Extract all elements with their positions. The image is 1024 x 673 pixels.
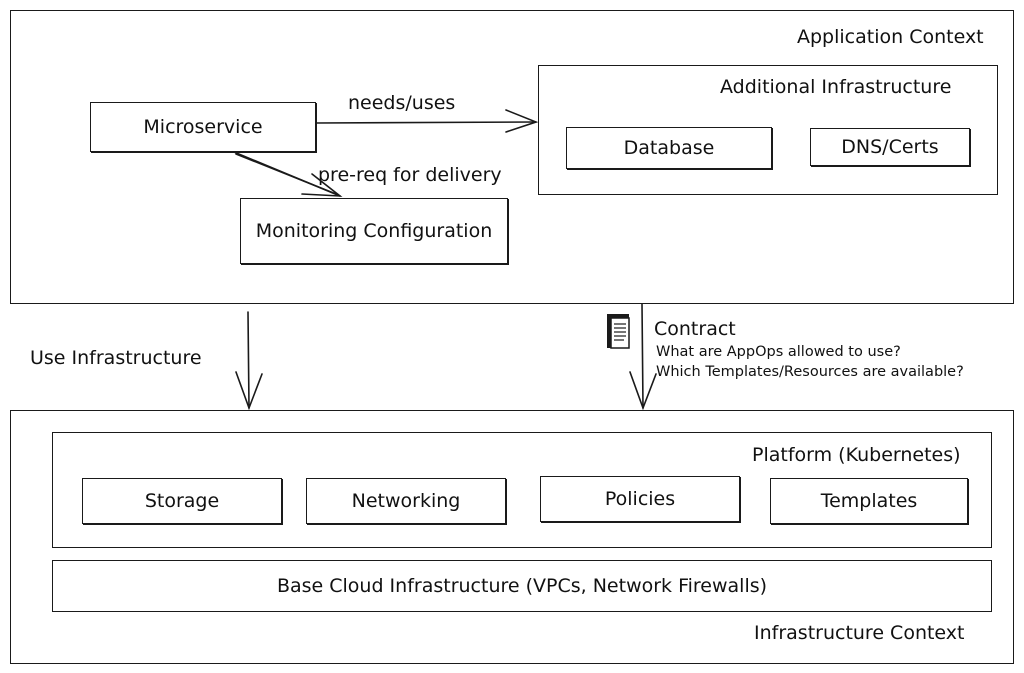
application-context-title: Application Context: [797, 26, 984, 48]
contract-title: Contract: [654, 318, 736, 340]
database-box: Database: [566, 127, 772, 169]
platform-title: Platform (Kubernetes): [752, 444, 961, 466]
storage-box: Storage: [82, 478, 282, 524]
dns-certs-label: DNS/Certs: [841, 136, 939, 158]
prereq-label: pre-req for delivery: [318, 164, 502, 186]
contract-question-1: What are AppOps allowed to use?: [656, 344, 901, 360]
templates-box: Templates: [770, 478, 968, 524]
microservice-label: Microservice: [143, 116, 263, 138]
monitoring-configuration-box: Monitoring Configuration: [240, 198, 508, 264]
use-infrastructure-arrow: [235, 311, 263, 411]
needs-uses-label: needs/uses: [348, 92, 456, 114]
monitoring-configuration-label: Monitoring Configuration: [255, 220, 493, 242]
infrastructure-context-title: Infrastructure Context: [754, 622, 965, 644]
base-cloud-infrastructure-box: Base Cloud Infrastructure (VPCs, Network…: [52, 560, 992, 612]
needs-uses-arrow: [315, 109, 539, 133]
document-icon: [604, 312, 634, 352]
contract-question-2: Which Templates/Resources are available?: [656, 364, 964, 380]
additional-infrastructure-title: Additional Infrastructure: [720, 76, 952, 98]
contract-arrow: [629, 303, 657, 411]
prereq-arrow: [233, 151, 343, 197]
database-label: Database: [623, 137, 715, 159]
networking-label: Networking: [351, 490, 461, 512]
policies-box: Policies: [540, 476, 740, 522]
use-infrastructure-label: Use Infrastructure: [30, 347, 202, 369]
templates-label: Templates: [820, 490, 918, 512]
dns-certs-box: DNS/Certs: [810, 128, 970, 166]
networking-box: Networking: [306, 478, 506, 524]
storage-label: Storage: [144, 490, 220, 512]
base-cloud-infrastructure-label: Base Cloud Infrastructure (VPCs, Network…: [276, 575, 768, 597]
policies-label: Policies: [604, 488, 676, 510]
microservice-box: Microservice: [90, 102, 316, 152]
